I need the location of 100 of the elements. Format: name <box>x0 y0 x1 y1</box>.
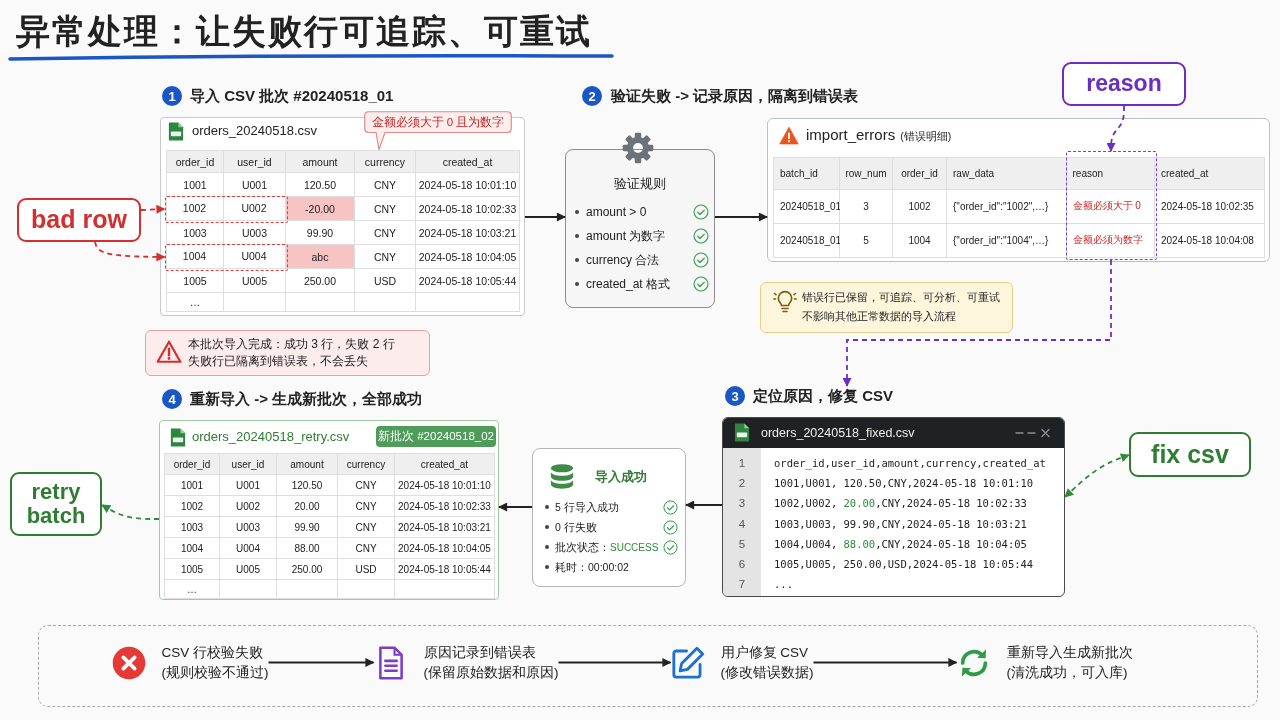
table-cell: 3 <box>840 190 893 224</box>
code-line: ,CNY,2024-05-18 10:04:05 <box>875 536 1027 552</box>
table-header-cell: user_id <box>224 150 286 173</box>
table-cell: U002 <box>220 496 277 517</box>
step-number-badge: 2 <box>582 86 602 106</box>
table-cell: CNY <box>338 475 395 496</box>
step-title: 原因记录到错误表 <box>423 643 537 662</box>
callout-bubble <box>364 111 512 150</box>
result-item: 批次状态： <box>555 540 610 555</box>
table-cell: 5 <box>840 224 893 258</box>
batch-tag: 新批次 #20240518_02 <box>376 426 496 447</box>
table-cell: 120.50 <box>277 475 338 496</box>
page-title: 异常处理：让失败行可追踪、可重试 <box>16 11 592 52</box>
table-cell: U004 <box>223 244 286 269</box>
table-header-cell: user_id <box>220 453 277 475</box>
table-cell: 99.90 <box>277 517 338 538</box>
table-cell: 1001 <box>164 475 220 496</box>
dashed-arrow <box>140 204 166 214</box>
column-highlight <box>1065 151 1157 260</box>
result-item: 耗时：00:00:02 <box>555 560 629 575</box>
table-header-cell: order_id <box>164 453 220 475</box>
table-cell: 1004 <box>164 538 220 559</box>
table-cell: 20240518_01 <box>773 224 840 258</box>
table-cell: 120.50 <box>286 173 355 197</box>
table-cell: 1005 <box>166 269 224 293</box>
step-number-badge: 4 <box>162 389 182 409</box>
line-number: 1 <box>738 456 746 471</box>
tip-note <box>760 282 1013 333</box>
table-cell: USD <box>355 269 416 293</box>
table-cell: 250.00 <box>286 269 355 293</box>
fixed-value: 88.00 <box>843 536 876 552</box>
line-number: 6 <box>738 557 746 572</box>
file-card <box>159 420 499 600</box>
table-header-cell: created_at <box>416 150 520 173</box>
code-line: 1003,U003, 99.90,CNY,2024-05-18 10:03:21 <box>774 516 1027 532</box>
table-cell: CNY <box>355 245 416 269</box>
note-text: 失败行已隔离到错误表，不会丢失 <box>188 353 368 370</box>
table-cell: 2024-05-18 10:03:21 <box>395 517 495 538</box>
row-highlight <box>164 243 288 271</box>
table-cell: 20240518_01 <box>773 190 840 224</box>
table-header-cell: currency <box>355 150 416 173</box>
rule-text: created_at 格式 <box>586 276 671 292</box>
table-cell: 250.00 <box>277 559 338 580</box>
table-header-cell: order_id <box>893 157 947 190</box>
arrow <box>812 658 958 667</box>
file-name: orders_20240518_retry.csv <box>192 429 350 445</box>
step-title: CSV 行校验失败 <box>161 643 264 662</box>
table-header-cell: row_num <box>840 157 893 190</box>
line-number: 5 <box>738 536 746 552</box>
callout-label: fix csv <box>1129 432 1251 477</box>
table-cell: {"order_id":"1004",…} <box>947 224 1067 258</box>
table-cell: U005 <box>220 559 277 580</box>
step-heading: 导入 CSV 批次 #20240518_01 <box>190 86 394 106</box>
table-header-cell: currency <box>338 453 395 475</box>
line-number: 7 <box>738 577 746 593</box>
dashed-arrow <box>94 241 166 262</box>
rule-text: currency 合法 <box>586 252 660 268</box>
table-cell: … <box>166 293 224 312</box>
result-item: 5 行导入成功 <box>555 500 619 515</box>
step-note: (清洗成功，可入库) <box>1006 663 1129 682</box>
table-cell: CNY <box>355 197 416 221</box>
dashed-arrow <box>1064 453 1130 498</box>
table-title: import_errors <box>806 126 896 144</box>
arrow <box>714 212 768 222</box>
table-cell: U005 <box>224 269 286 293</box>
table-header-cell: created_at <box>1155 157 1265 190</box>
table-subtitle: (错误明细) <box>900 130 952 144</box>
code-line: ,CNY,2024-05-18 10:02:33 <box>875 496 1027 512</box>
table-cell: CNY <box>338 496 395 517</box>
table-header-cell: created_at <box>395 453 495 475</box>
table-cell: 2024-05-18 10:01:10 <box>416 173 520 197</box>
code-line: 1005,U005, 250.00,USD,2024-05-18 10:05:44 <box>774 557 1034 572</box>
table-cell: 99.90 <box>286 221 355 245</box>
table-cell: USD <box>338 559 395 580</box>
table-header-cell: amount <box>286 150 355 173</box>
result-title: 导入成功 <box>595 468 647 486</box>
arrow <box>498 502 533 512</box>
step-note: (修改错误数据) <box>720 663 814 682</box>
code-window <box>722 417 1065 597</box>
rule-text: amount > 0 <box>586 204 647 220</box>
dashed-arrow <box>842 259 1112 387</box>
status-value: SUCCESS <box>610 541 659 555</box>
arrow <box>557 658 672 667</box>
callout-label: retry batch <box>10 472 102 536</box>
step-heading: 重新导入 -> 生成新批次，全部成功 <box>190 389 423 409</box>
table-cell: 1004 <box>165 244 224 269</box>
arrow <box>685 500 723 510</box>
table-cell: {"order_id":"1002",…} <box>947 190 1067 224</box>
row-highlight <box>164 195 288 223</box>
table-cell: 1002 <box>165 196 224 221</box>
table-cell: U001 <box>220 475 277 496</box>
table-cell: 2024-05-18 10:05:44 <box>395 559 495 580</box>
table-cell: CNY <box>338 517 395 538</box>
code-line: 1001,U001, 120.50,CNY,2024-05-18 10:01:10 <box>774 476 1034 492</box>
callout-text: 金额必须大于 0 且为数字 <box>371 115 505 130</box>
table-header-cell: raw_data <box>947 157 1067 190</box>
arrow <box>267 658 375 667</box>
note-text: 本批次导入完成：成功 3 行，失败 2 行 <box>188 336 395 353</box>
step-note: (保留原始数据和原因) <box>423 663 559 682</box>
callout-label: reason <box>1062 62 1186 106</box>
